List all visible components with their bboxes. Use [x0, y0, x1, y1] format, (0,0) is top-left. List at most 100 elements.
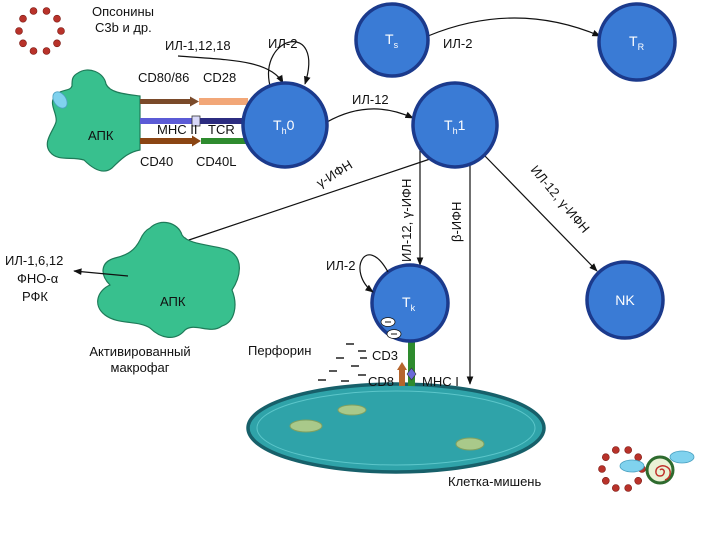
receptor-cd80-cd28: [140, 96, 248, 107]
th1-label-suffix: 1: [458, 117, 466, 133]
th1-cell: [411, 81, 499, 169]
opsonin-dot: [19, 39, 27, 48]
cd8-receptor: [399, 369, 405, 386]
arrow-th1-to-macrophage: [179, 158, 431, 244]
tr-cell: [597, 2, 677, 82]
secretion-il-1-6-12: ИЛ-1,6,12: [5, 253, 63, 268]
arrow-il12-th0-to-th1: [326, 108, 414, 123]
ts-label-sub: s: [394, 40, 399, 50]
il12-th0-th1-label: ИЛ-12: [352, 92, 389, 107]
opsonin-dot: [624, 446, 633, 454]
perforin-molecules: [318, 343, 367, 382]
opsonin-dot: [29, 47, 38, 55]
nk-label: NK: [615, 292, 635, 308]
target-cell-inner-ring: [256, 390, 536, 466]
opsonin-dot: [29, 7, 38, 15]
opsonin-dot: [57, 27, 65, 35]
viral-genome-spiral: [655, 465, 671, 481]
nk-cell: [585, 260, 665, 340]
tk-label-main: T: [402, 294, 411, 310]
opsonin-dot: [53, 39, 61, 48]
ts-cell: [354, 2, 430, 78]
opsonin-dot: [598, 465, 606, 473]
gamma-ifn-label: γ-ИФН: [314, 157, 355, 191]
macrophage-apc-label: АПК: [160, 294, 186, 309]
mhc2-label: MHC II: [157, 122, 197, 137]
opsonin-dot: [42, 7, 51, 15]
opsonin-dot: [611, 446, 620, 454]
cd40l-label: CD40L: [196, 154, 236, 169]
opsonin-dot: [601, 453, 610, 462]
opsonin-dot: [601, 476, 610, 485]
arrow-th1-to-nk: [483, 154, 598, 272]
opsonins-label-line1: Опсонины: [92, 4, 154, 19]
mhc2-receptor: [140, 118, 193, 124]
tcr-receptor: [200, 118, 245, 124]
cd28-receptor: [199, 98, 248, 105]
cd3-tcr-receptor: [408, 340, 415, 386]
th1-label-sub: h: [453, 126, 458, 136]
cd28-label: CD28: [203, 70, 236, 85]
tk-label: Tk: [402, 294, 416, 313]
th1-label: Th1: [444, 117, 466, 136]
target-cell-label: Клетка-мишень: [448, 474, 541, 489]
il12-gamma-ifn-nk-label: ИЛ-12, γ-ИФН: [528, 162, 593, 235]
macrophage-caption-line1: Активированный: [89, 344, 190, 359]
cd80-86-tip: [190, 96, 199, 107]
opsonin-dot: [624, 484, 633, 492]
apc-body: [46, 69, 141, 172]
tr-label-main: T: [629, 33, 638, 49]
il2-tk-label: ИЛ-2: [326, 258, 355, 273]
arrow-il2-th0-loop: [267, 41, 311, 87]
tcr-label: TCR: [208, 122, 235, 137]
opsonin-dot: [634, 476, 643, 485]
mhc1-label: MHC I: [422, 374, 459, 389]
cd80-86-label: CD80/86: [138, 70, 189, 85]
th0-label-main: T: [273, 117, 282, 133]
mhc1-receptor: [406, 367, 417, 381]
vesicle-icon: [669, 450, 695, 464]
th0-cell: [241, 81, 329, 169]
opsonin-dot: [19, 14, 27, 23]
arrow-il2-ts-to-tr: [427, 17, 601, 37]
cd40-label: CD40: [140, 154, 173, 169]
apc-vesicle: [52, 91, 68, 109]
th0-label-sub: h: [282, 126, 287, 136]
opsonin-dot: [15, 27, 23, 35]
opsonin-ring-bottom: [598, 446, 646, 492]
receptor-mhc2-tcr: [140, 115, 245, 127]
secretion-tnf-alpha: ФНО-α: [17, 271, 59, 286]
ts-label: Ts: [385, 31, 399, 50]
activated-macrophage: [97, 221, 240, 338]
il-1-12-18-label: ИЛ-1,12,18: [165, 38, 231, 53]
arrow-il2-tk-loop: [359, 254, 389, 293]
apc-label: АПК: [88, 128, 114, 143]
target-organelle: [337, 404, 367, 416]
cd3-label: CD3: [372, 348, 398, 363]
cd40-receptor: [140, 138, 194, 144]
ts-label-main: T: [385, 31, 394, 47]
arrow-macrophage-secretions: [73, 268, 129, 277]
macrophage-body: [97, 221, 240, 338]
secretion-ros: РФК: [22, 289, 48, 304]
apc-cell: [46, 69, 141, 172]
target-organelle: [289, 419, 323, 433]
tk-label-sub: k: [411, 303, 416, 313]
tr-label-sub: R: [638, 42, 645, 52]
il12-gamma-ifn-tk-label: ИЛ-12, γ-ИФН: [399, 179, 414, 262]
vesicle-icon: [619, 459, 645, 473]
beta-ifn-label: β-ИФН: [449, 202, 464, 242]
cd80-86-receptor: [140, 99, 194, 104]
opsonin-dot: [42, 47, 51, 55]
arrow-il1-12-18-to-th0: [177, 55, 284, 84]
target-organelle: [455, 437, 485, 451]
th0-label-suffix: 0: [287, 117, 295, 133]
opsonins-label-line2: С3b и др.: [95, 20, 152, 35]
opsonin-ring-top: [15, 7, 65, 55]
macrophage-caption-line2: макрофаг: [111, 360, 170, 375]
cd40l-receptor: [201, 138, 247, 144]
cd40-tip: [192, 135, 201, 147]
th0-label: Th0: [273, 117, 295, 136]
il2-th0-label: ИЛ-2: [268, 36, 297, 51]
